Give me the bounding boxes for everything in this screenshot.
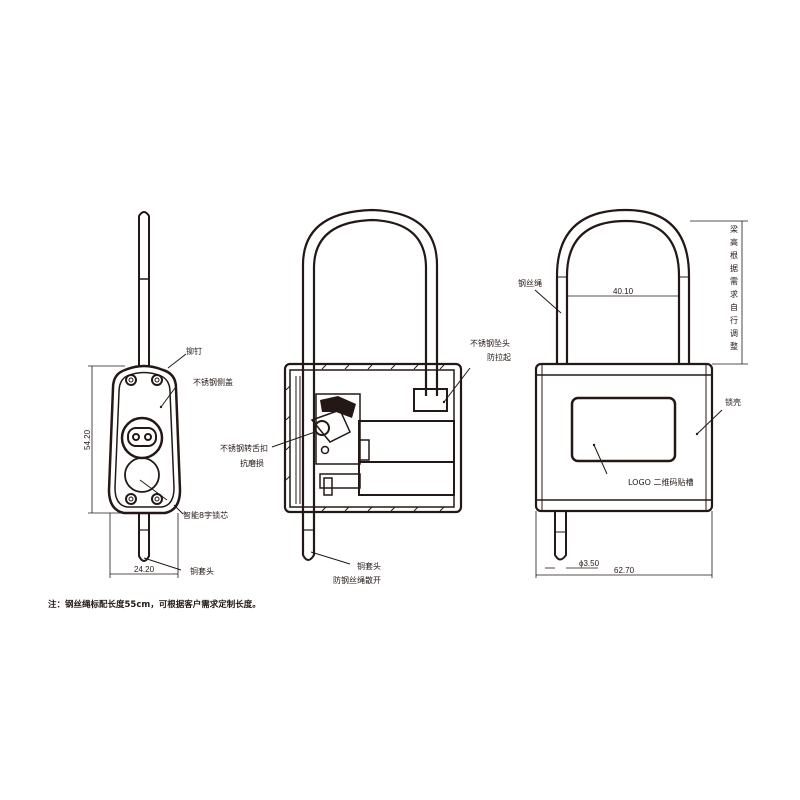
side-view: 54.20 24.20 铆钉 不锈钢侧盖 智能8字锁芯 铜套头 [83,211,233,578]
svg-text:求: 求 [730,289,738,299]
label-section-sleeve: 铜套头 [357,561,381,571]
label-lock-core: 智能8字锁芯 [183,510,228,520]
section-view: 不锈钢坠头 防拉起 不锈钢转舌扣 抗磨损 铜套头 防钢丝绳散开 [220,208,511,585]
label-steel-head: 不锈钢坠头 [470,338,510,348]
svg-text:梁: 梁 [730,225,738,234]
svg-text:高: 高 [730,237,738,247]
dim-inner-width: 40.10 [613,287,634,296]
dim-rod-diameter: ϕ3.50 [579,559,600,568]
svg-text:自: 自 [730,302,738,312]
label-wire-rope: 钢丝绳 [518,278,542,288]
label-latch: 不锈钢转舌扣 [220,443,268,453]
label-copper-sleeve: 铜套头 [190,566,214,576]
label-anti-pull: 防拉起 [487,352,511,362]
label-anti-scatter: 防钢丝绳散开 [333,575,381,585]
footnote: 注：钢丝绳标配长度55cm，可根据客户需求定制长度。 [48,599,261,610]
label-logo-slot: LOGO 二维码贴槽 [628,477,694,487]
svg-text:行: 行 [730,315,738,325]
svg-text:根: 根 [730,250,738,260]
dim-width: 24.20 [134,565,155,574]
label-side-cover: 不锈钢侧盖 [193,377,233,387]
svg-text:据: 据 [730,263,738,273]
front-view: 40.10 梁 高 根 据 需 求 自 行 调 整 62.70 ϕ3.50 钢丝… [518,208,748,578]
svg-text:整: 整 [730,341,738,351]
label-wear-resistant: 抗磨损 [240,458,264,468]
label-rivet: 铆钉 [186,346,202,356]
svg-text:调: 调 [730,329,738,338]
label-shell: 锁壳 [725,397,741,407]
dim-total-width: 62.70 [614,566,635,575]
shackle-height-note: 梁 高 根 据 需 求 自 行 调 整 [730,225,738,351]
dim-height: 54.20 [83,429,92,450]
svg-text:需: 需 [730,277,738,286]
